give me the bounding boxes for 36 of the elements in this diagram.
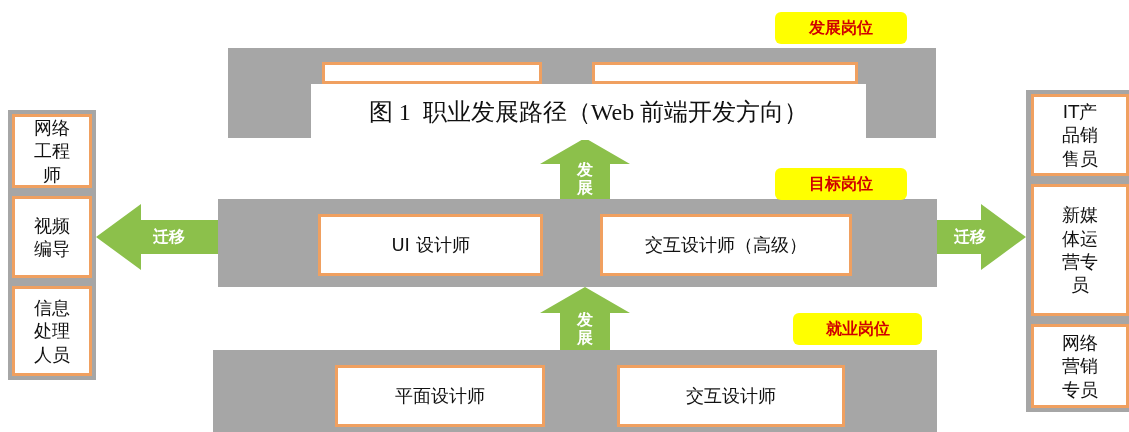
job-box [617, 365, 845, 427]
edge-label: 发展 [577, 160, 593, 197]
job-box [318, 214, 543, 276]
job-title: 信息处理人员 [33, 295, 71, 367]
block-arrow [937, 204, 1026, 270]
block-arrow [540, 287, 630, 350]
job-box [322, 62, 542, 84]
edge-label: 迁移 [953, 227, 986, 247]
job-box [12, 196, 92, 278]
job-box [1031, 184, 1129, 316]
edge-label: 迁移 [153, 227, 185, 247]
job-column [1026, 90, 1129, 412]
job-box [12, 286, 92, 376]
block-arrow [96, 204, 218, 270]
job-column [8, 110, 96, 380]
job-title: 交互设计师 [686, 384, 776, 408]
category-badge: 发展岗位 [775, 12, 907, 44]
job-title: UI 设计师 [391, 233, 470, 257]
job-title: IT产品销售员 [1061, 99, 1099, 171]
job-title: 视频编导 [33, 213, 71, 261]
job-box [1031, 94, 1129, 176]
block-arrow [540, 138, 630, 199]
category-badge: 就业岗位 [793, 313, 922, 345]
edge-label: 发展 [577, 310, 593, 347]
job-box [592, 62, 858, 84]
job-title: 新媒体运营专员 [1061, 203, 1099, 297]
job-title: 网络工程师 [33, 115, 71, 187]
job-box [600, 214, 852, 276]
job-box [12, 114, 92, 188]
job-box [335, 365, 545, 427]
category-badge: 目标岗位 [775, 168, 907, 200]
job-box [1031, 324, 1129, 408]
job-title: 网络营销专员 [1061, 330, 1099, 402]
job-title: 平面设计师 [395, 384, 485, 408]
job-title: 交互设计师（高级） [645, 233, 807, 257]
figure-caption: 图 1 职业发展路径（Web 前端开发方向） [311, 84, 866, 140]
